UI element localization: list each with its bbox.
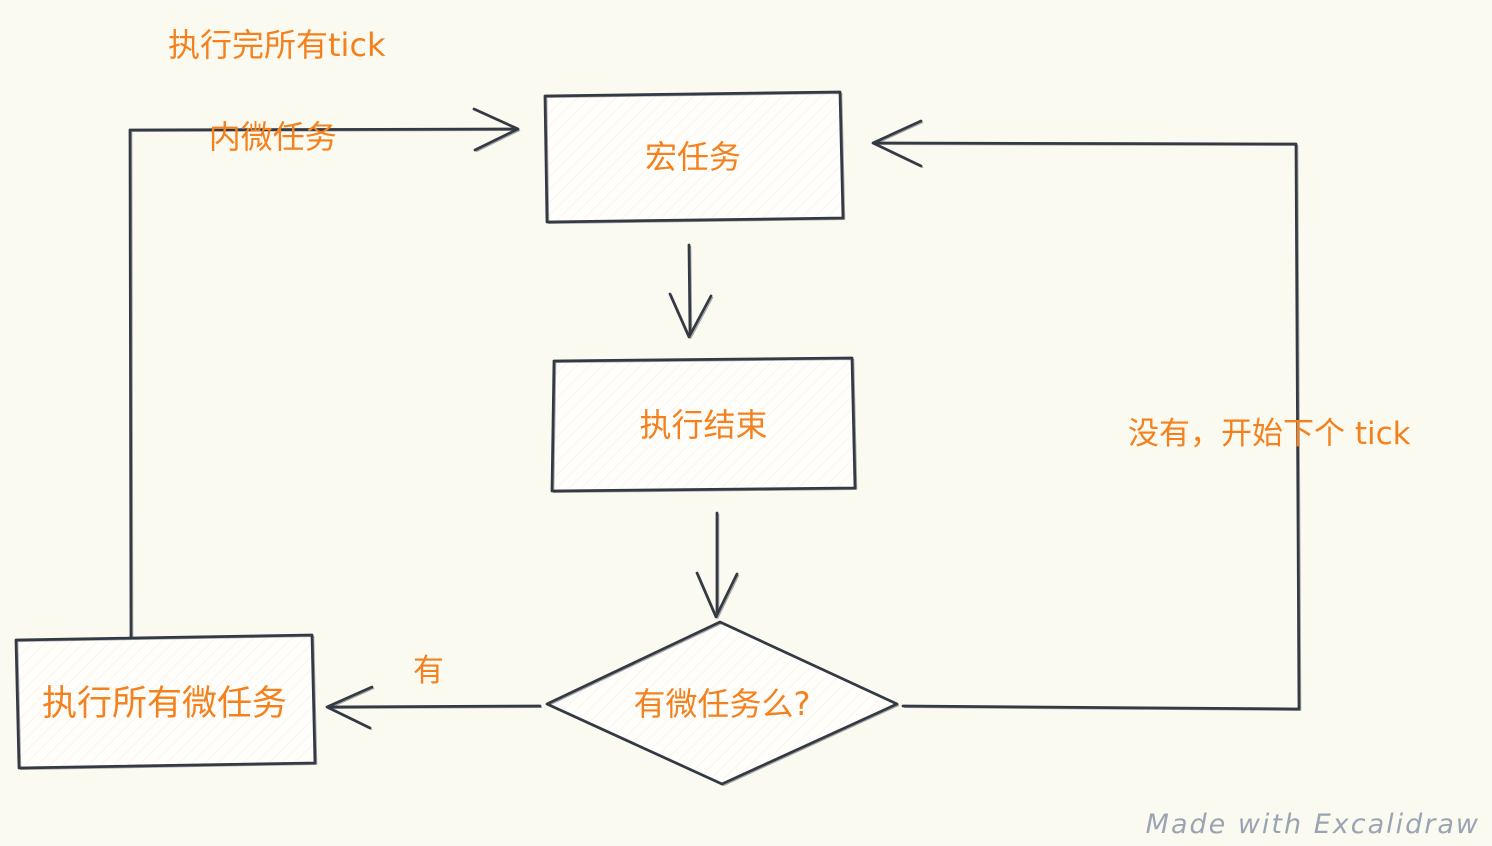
edge-label-loopback-line2: 内微任务 (208, 118, 337, 156)
edge-label-yes: 有 (413, 653, 444, 689)
edge-label-loopback-line1: 执行完所有tick (168, 26, 386, 64)
arrow-loopback-head (472, 107, 520, 152)
arrow-no-head (871, 119, 923, 168)
node-has-microtasks-label: 有微任务么? (633, 685, 811, 723)
macro-task-box-shape (543, 90, 845, 224)
edge-label-loopback: 执行完所有tick 内微任务 (168, 22, 386, 206)
arrow-loopback-line (128, 127, 518, 638)
arrow-yes-line (328, 704, 542, 709)
node-run-all-microtasks-label: 执行所有微任务 (41, 683, 287, 724)
run-all-microtasks-box-shape (14, 633, 317, 770)
node-macro-task-label: 宏任务 (644, 138, 741, 176)
edge-label-no-next-tick: 没有，开始下个 tick (1128, 416, 1411, 452)
excalidraw-watermark: Made with Excalidraw (1145, 809, 1480, 840)
arrow-macro-to-end-head (668, 292, 713, 339)
arrow-no-line (874, 141, 1301, 711)
has-microtasks-diamond-shape (545, 620, 899, 786)
execution-end-box-shape (550, 356, 857, 493)
node-execution-end-label: 执行结束 (639, 406, 768, 444)
arrow-end-to-decision-head (695, 571, 739, 619)
arrow-yes-head (325, 685, 374, 730)
arrow-macro-to-end-line (687, 243, 692, 335)
